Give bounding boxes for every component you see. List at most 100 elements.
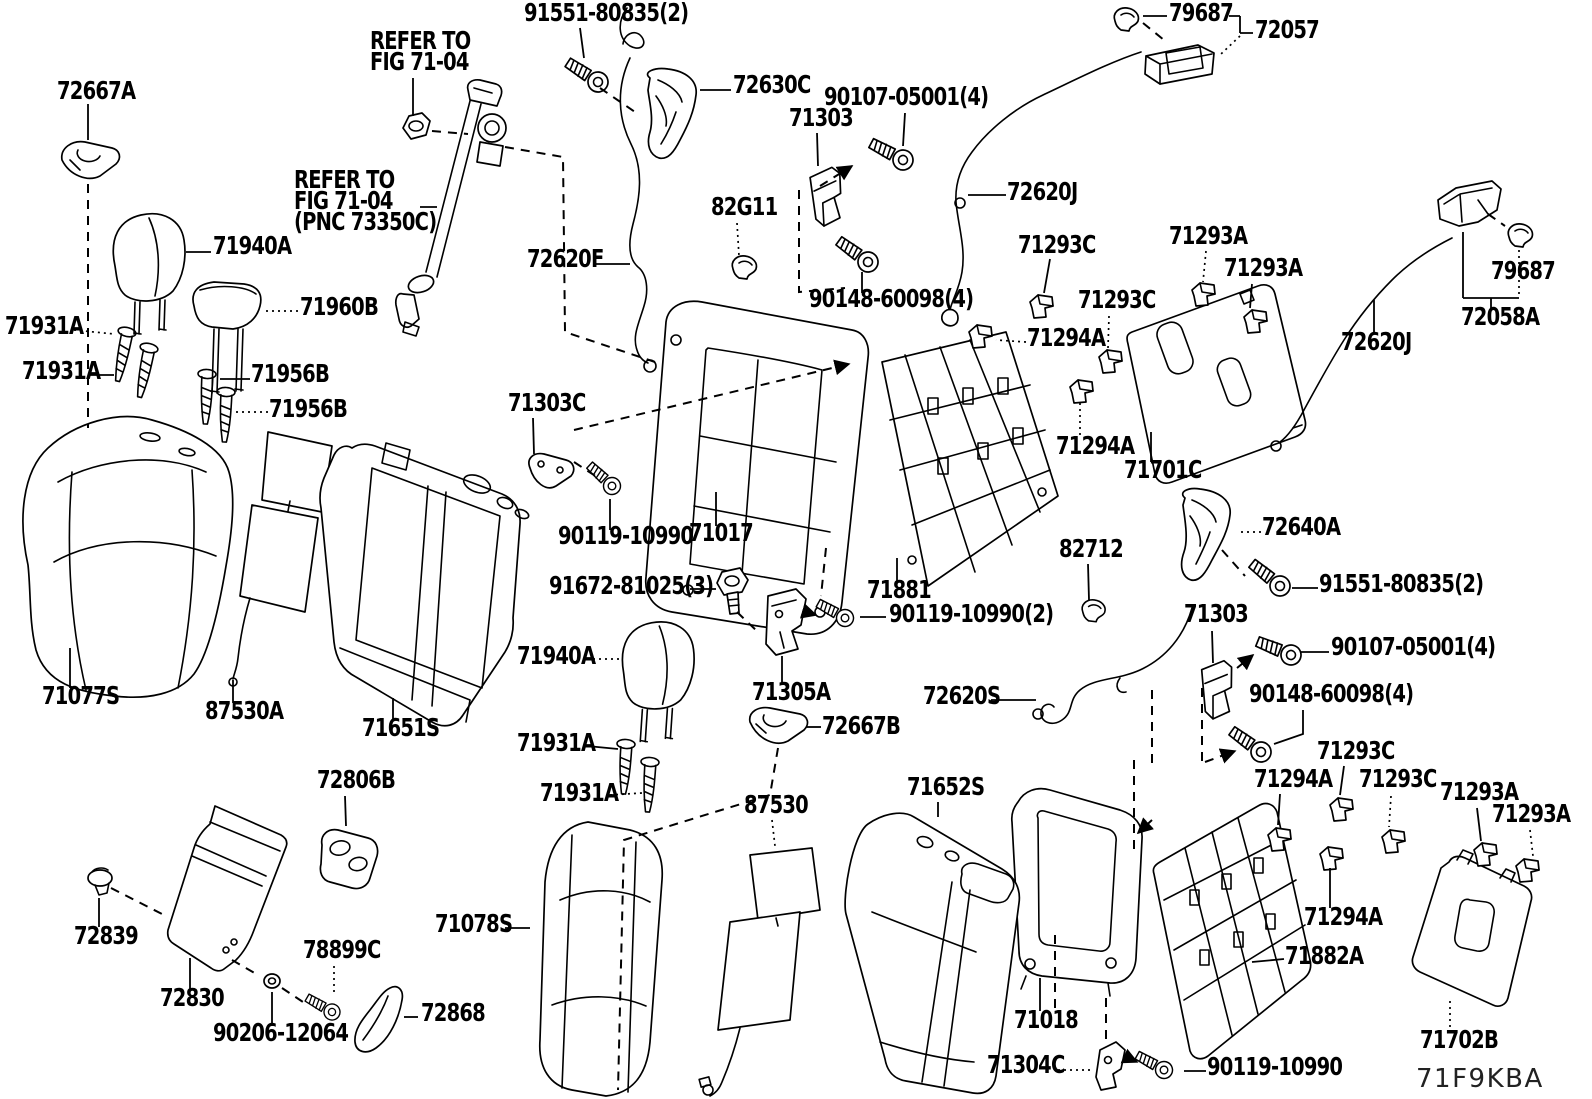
belt-guide-72640A: [1180, 487, 1231, 582]
part-label-71881: 71881: [867, 575, 932, 604]
grommet-90206-12064: [263, 973, 281, 989]
part-label-87530A: 87530A: [205, 696, 284, 725]
seat-back-cover-71078S: [538, 821, 664, 1097]
headrest-71960B: [192, 281, 262, 394]
bracket-71304C: [1095, 1041, 1126, 1091]
bolt-90107-1: [865, 133, 918, 175]
clip-71293C-2: [1098, 349, 1123, 374]
seat-back-board-71701C: [1126, 284, 1307, 484]
part-label-71940A-a: 71940A: [213, 231, 292, 260]
part-label-79687-b: 79687: [1491, 256, 1556, 285]
part-label-91551-80835-a: 91551-80835(2): [524, 0, 689, 27]
seat-back-frame-71017: [644, 300, 870, 635]
part-label-71931A-a: 71931A: [5, 311, 84, 340]
screw-71931A-2: [129, 340, 160, 400]
bolt-90119-1: [583, 458, 625, 499]
cable-72620S: [1040, 607, 1193, 724]
part-label-71956B-b: 71956B: [269, 394, 348, 423]
part-label-71293C-a: 71293C: [1018, 230, 1096, 259]
part-label-78899C: 78899C: [303, 935, 381, 964]
bolt-91551-2: [1244, 554, 1295, 601]
part-label-79687-a: 79687: [1169, 0, 1234, 27]
clip-79687-2: [1507, 223, 1534, 248]
part-label-90148-60098-b: 90148-60098(4): [1249, 679, 1414, 708]
bolt-91551-1: [561, 53, 613, 97]
part-label-71960B: 71960B: [300, 292, 379, 321]
heater-pad-87530: [698, 847, 821, 1097]
part-label-71931A-b: 71931A: [22, 356, 101, 385]
part-label-71652S: 71652S: [907, 772, 985, 801]
seat-back-cover-71652S: [844, 812, 1021, 1095]
part-label-90206-12064: 90206-12064: [213, 1018, 349, 1047]
part-label-71293A-d: 71293A: [1492, 799, 1571, 828]
seat-back-frame-71018: [1010, 787, 1143, 997]
part-label-82712: 82712: [1059, 534, 1124, 563]
anchor-nut: [402, 112, 431, 140]
part-label-71651S: 71651S: [362, 713, 440, 742]
part-label-72630C: 72630C: [733, 70, 811, 99]
part-label-71294A-a: 71294A: [1027, 323, 1106, 352]
clip-71293C-3: [1329, 797, 1354, 822]
screw-71956B-2: [213, 386, 237, 444]
clip-71294A-4: [1319, 846, 1344, 871]
part-label-71018: 71018: [1014, 1005, 1079, 1034]
part-label-72620J-a: 72620J: [1007, 177, 1078, 206]
part-label-71294A-d: 71294A: [1304, 902, 1383, 931]
bolt-90148-1: [832, 231, 883, 277]
part-label-72057: 72057: [1255, 15, 1320, 44]
cable-72620J-left-connector: [941, 308, 959, 327]
part-label-72620F: 72620F: [527, 244, 604, 273]
part-label-91672-81025: 91672-81025(3): [549, 571, 714, 600]
latch-71303-1: [808, 165, 848, 228]
bolt-90148-2: [1225, 721, 1276, 767]
part-label-71882A: 71882A: [1285, 941, 1364, 970]
part-label-71303C: 71303C: [508, 388, 586, 417]
latch-71303-2: [1200, 659, 1237, 721]
part-label-90148-60098-a: 90148-60098(4): [809, 284, 974, 313]
clip-72839: [87, 867, 113, 896]
part-label-71078S: 71078S: [435, 909, 513, 938]
part-label-90119-10990-b: 90119-10990(2): [889, 599, 1054, 628]
bolt-90107-2: [1253, 631, 1305, 669]
part-label-71303-b: 71303: [1184, 599, 1249, 628]
bracket-71305A: [765, 588, 807, 656]
part-label-72640A: 72640A: [1262, 512, 1341, 541]
part-label-refer-fig-71-04: REFER TO FIG 71-04: [370, 26, 471, 76]
assembly-dash-lines: [87, 22, 1506, 1091]
part-label-91551-80835-b: 91551-80835(2): [1319, 569, 1484, 598]
part-label-71294A-c: 71294A: [1254, 764, 1333, 793]
retractor-72057: [1144, 44, 1215, 85]
striker-72058A: [1437, 180, 1502, 227]
part-label-diagram-code: 71F9KBA: [1416, 1064, 1544, 1094]
bracket-71303C: [528, 452, 575, 489]
clip-71294A-2: [1069, 379, 1094, 404]
seat-cushion-71077S: [22, 415, 234, 699]
part-label-72667A: 72667A: [57, 76, 136, 105]
part-label-90107-05001-a: 90107-05001(4): [824, 82, 989, 111]
part-label-72806B: 72806B: [317, 765, 396, 794]
part-label-71293C-c: 71293C: [1317, 736, 1395, 765]
part-label-71293A-a: 71293A: [1169, 221, 1248, 250]
part-label-71956B-a: 71956B: [251, 359, 330, 388]
part-label-72620J-b: 72620J: [1341, 327, 1412, 356]
part-label-72839: 72839: [74, 921, 139, 950]
clip-71293C-1: [1029, 294, 1054, 319]
hinge-cover-72667A: [61, 140, 121, 180]
screw-71931A-4: [636, 756, 661, 814]
part-label-72058A: 72058A: [1461, 302, 1540, 331]
part-label-90107-05001-b: 90107-05001(4): [1331, 632, 1496, 661]
clip-71293C-4: [1381, 829, 1406, 854]
belt-guide-72630C: [646, 67, 697, 160]
heater-pad-87530A: [228, 431, 333, 687]
armrest-72830: [166, 805, 288, 972]
part-label-71304C: 71304C: [987, 1050, 1065, 1079]
screw-71956B-1: [194, 368, 218, 426]
part-label-71017: 71017: [689, 518, 754, 547]
part-label-71701C: 71701C: [1124, 455, 1202, 484]
clip-82712: [1081, 598, 1106, 623]
cable-72620J-right-end: [1270, 440, 1282, 452]
seat-back-cover-71702B: [1411, 849, 1533, 1008]
part-label-71931A-c: 71931A: [517, 728, 596, 757]
